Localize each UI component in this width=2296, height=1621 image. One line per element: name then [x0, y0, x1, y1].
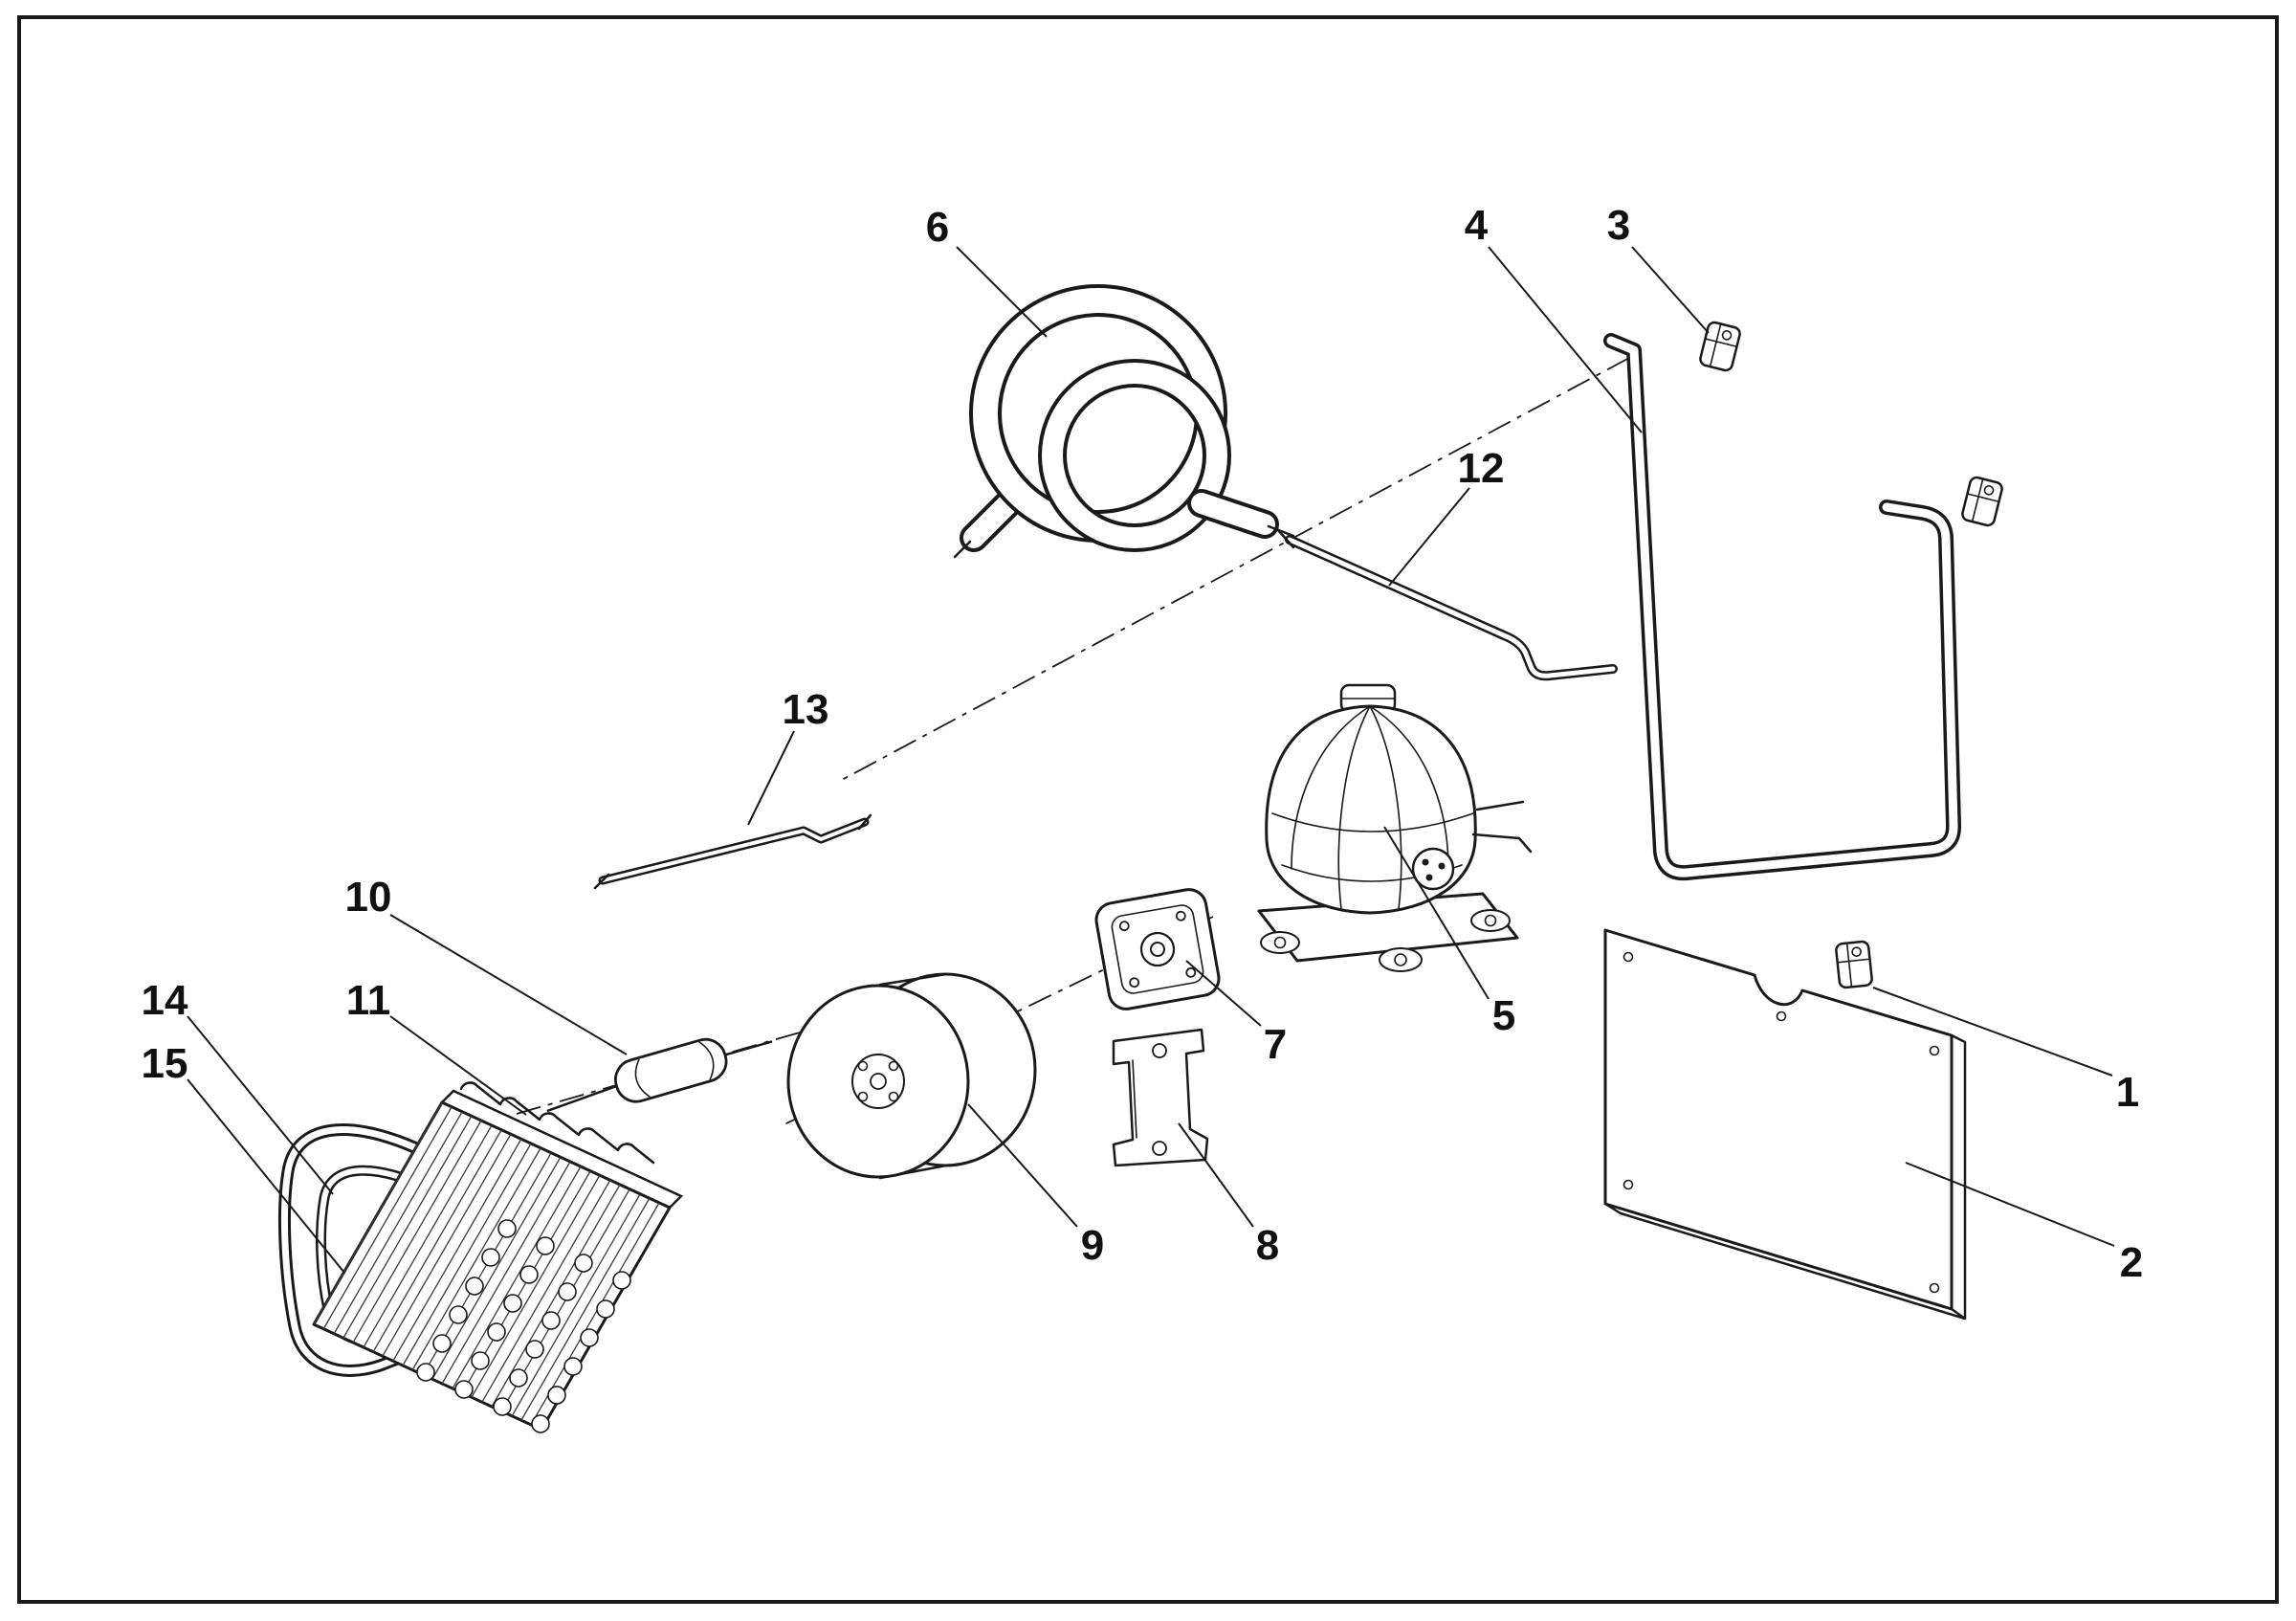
panel-thickness-edges	[1603, 1033, 1967, 1321]
fan-wheel-hole-3	[857, 1091, 869, 1102]
page-border	[17, 15, 2279, 1604]
callout-10: 10	[345, 874, 392, 921]
callout-12: 12	[1458, 445, 1505, 492]
callout-8: 8	[1256, 1222, 1279, 1269]
panel-hole-2	[1929, 1045, 1940, 1056]
centerline-main	[841, 357, 1630, 781]
tube-12-inner	[1287, 537, 1616, 678]
leader-11	[389, 1015, 527, 1116]
compressor-foot-left-hole	[1273, 936, 1287, 949]
callout-14: 14	[142, 977, 188, 1024]
bracket-fold-line	[1132, 1059, 1137, 1139]
leader-13	[747, 730, 795, 826]
part-11-condenser-top-tube	[459, 1081, 655, 1165]
leader-5	[1383, 826, 1490, 1000]
tube-12-end-fitting	[1276, 528, 1295, 549]
part-15-loop-outer-inner	[281, 1126, 436, 1374]
callout-11: 11	[346, 977, 391, 1024]
callout-9: 9	[1081, 1222, 1104, 1269]
bracket-hole-top	[1152, 1043, 1167, 1058]
fan-wheel-hole-4	[888, 1091, 899, 1102]
fan-motor-shaft	[1150, 942, 1165, 957]
panel-hole-5	[1776, 1010, 1787, 1022]
fan-motor-screw-1	[1118, 921, 1130, 932]
tube-4-outline	[1603, 333, 1961, 881]
compressor-stub-tubes	[1471, 800, 1533, 854]
panel-hole-1	[1623, 951, 1634, 963]
coil-end-stub-right-inner	[1191, 493, 1275, 535]
callout-4: 4	[1465, 202, 1489, 249]
part-7-fan-motor	[1094, 888, 1221, 1010]
part-6-coiled-tube	[953, 284, 1295, 559]
leader-9	[967, 1103, 1078, 1228]
drier-seams	[634, 1041, 715, 1098]
fan-wheel-hole-1	[857, 1060, 869, 1072]
callout-5: 5	[1492, 992, 1515, 1039]
leader-12	[1388, 487, 1470, 587]
capillary-tip-left	[593, 873, 610, 890]
panel-face	[1603, 928, 1954, 1311]
fan-motor-screw-3	[1129, 977, 1140, 988]
leader-7	[1185, 960, 1262, 1027]
leader-2	[1905, 1162, 2115, 1247]
callout-15: 15	[142, 1040, 188, 1087]
drier-tails	[546, 1040, 773, 1112]
drier-body	[614, 1037, 728, 1103]
tube-4-inner	[1606, 336, 1958, 877]
condenser-assembly	[278, 1081, 684, 1433]
part-10-filter-drier	[546, 1037, 773, 1112]
leader-1	[1872, 987, 2113, 1077]
capillary-inner	[601, 820, 867, 882]
part-1-clip	[1834, 940, 1874, 989]
part-13-capillary-tube	[593, 813, 872, 890]
capillary-tip-right	[857, 813, 872, 831]
part-4-tube	[1603, 333, 1961, 881]
part-9-fan-wheel	[786, 972, 1037, 1180]
compressor-foot-front-hole	[1394, 953, 1407, 966]
fan-wheel-hole-2	[888, 1060, 899, 1072]
fan-motor-screw-4	[1185, 966, 1197, 978]
part-2-back-panel	[1603, 928, 1967, 1321]
part-12-tube	[1276, 528, 1618, 681]
panel-hole-3	[1929, 1282, 1940, 1294]
terminal-pin-1	[1422, 858, 1429, 866]
leader-6	[956, 246, 1048, 338]
leader-10	[389, 914, 628, 1055]
coil-loop-front-inner	[1042, 363, 1227, 548]
terminal-pin-2	[1438, 862, 1446, 870]
leader-15	[187, 1078, 345, 1274]
fan-wheel-bore	[870, 1073, 887, 1090]
coil-end-tip-left	[953, 540, 972, 559]
callout-6: 6	[926, 204, 949, 251]
callout-13: 13	[783, 686, 829, 733]
callout-2: 2	[2120, 1239, 2143, 1286]
callout-3: 3	[1607, 202, 1630, 249]
bracket-hole-bottom	[1152, 1141, 1167, 1156]
terminal-pin-3	[1425, 874, 1433, 881]
tube-clip-right	[1959, 475, 2005, 528]
callout-7: 7	[1264, 1021, 1287, 1068]
part-5-compressor	[1257, 683, 1533, 972]
leader-8	[1178, 1122, 1254, 1228]
panel-hole-4	[1623, 1179, 1634, 1190]
leader-14	[187, 1015, 334, 1195]
compressor-dome-seams	[1291, 705, 1449, 910]
coil-loop-outer-inner	[973, 288, 1224, 539]
fan-motor-screw-2	[1175, 910, 1186, 922]
leader-3	[1631, 246, 1710, 334]
fan-motor-face	[1111, 904, 1204, 994]
leader-4	[1488, 246, 1643, 433]
condenser-tube-ends	[416, 1219, 631, 1433]
callout-1: 1	[2116, 1069, 2139, 1116]
compressor-terminal	[1411, 847, 1455, 891]
coil-end-tip-right	[1267, 524, 1295, 538]
compressor-foot-right-hole	[1484, 914, 1497, 927]
